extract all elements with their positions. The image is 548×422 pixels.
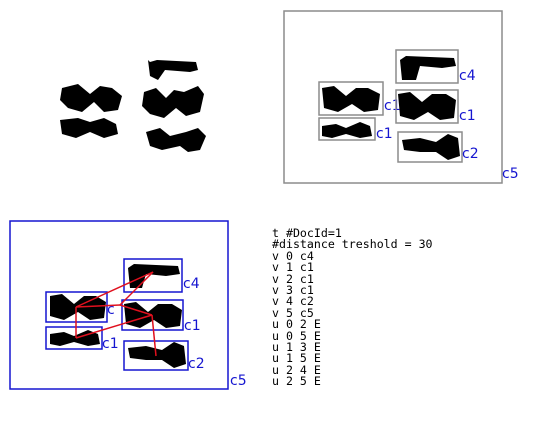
graph-label-c2: c2 bbox=[188, 356, 205, 372]
raw-glyph-drawing bbox=[0, 0, 270, 210]
graph-label-c4: c4 bbox=[183, 276, 200, 292]
graph-label-c5: c5 bbox=[230, 373, 247, 389]
component-label-c1-top: c1 bbox=[384, 98, 401, 114]
raw-glyph-mid-right bbox=[142, 86, 204, 118]
graph-text-listing: t #DocId=1 #distance treshold = 30 v 0 c… bbox=[272, 228, 548, 418]
raw-glyph-left-top bbox=[60, 84, 122, 112]
component-label-c1-bottom: c1 bbox=[376, 126, 393, 142]
raw-glyph-left-bottom bbox=[60, 118, 118, 138]
component-label-c2: c2 bbox=[462, 146, 479, 162]
graph-drawing: c4 c c1 c1 c2 c5 bbox=[0, 210, 270, 418]
component-boxes-panel: c4 c1 c1 c1 c2 c5 bbox=[270, 0, 548, 210]
graph-label-c1-bottom: c1 bbox=[102, 336, 119, 352]
raw-glyph-top-right bbox=[148, 60, 198, 80]
component-label-c4: c4 bbox=[459, 68, 476, 84]
graph-label-c-truncated: c bbox=[107, 302, 115, 318]
component-label-c1-middle: c1 bbox=[459, 108, 476, 124]
raw-glyph-panel bbox=[0, 0, 270, 210]
raw-glyph-group bbox=[60, 60, 206, 152]
component-boxes-drawing: c4 c1 c1 c1 c2 c5 bbox=[270, 0, 548, 210]
graph-panel: c4 c c1 c1 c2 c5 bbox=[0, 210, 270, 418]
graph-text-line: u 2 5 E bbox=[272, 376, 548, 387]
raw-glyph-bottom-right bbox=[146, 128, 206, 152]
graph-label-c1-middle: c1 bbox=[184, 318, 201, 334]
component-label-c5: c5 bbox=[502, 166, 519, 182]
